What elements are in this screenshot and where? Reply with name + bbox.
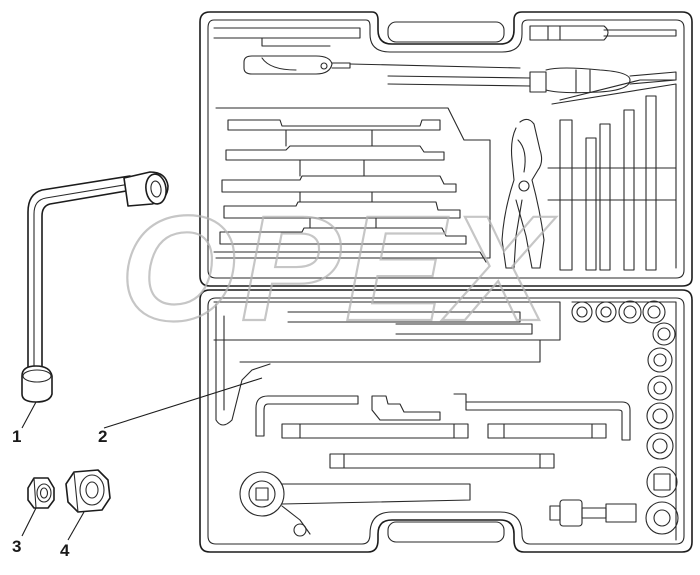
socket-set	[571, 300, 679, 541]
callout-2: 2	[98, 427, 107, 446]
screwdriver-2	[529, 25, 677, 41]
chisel-set	[547, 83, 677, 271]
tool-case-base	[199, 289, 693, 553]
l-shaped-socket-wrench-icon	[21, 171, 169, 403]
screwdriver-1	[213, 27, 361, 47]
screwdriver-3	[243, 55, 521, 75]
callout-1: 1	[12, 427, 21, 446]
pliers	[501, 118, 545, 269]
adapter	[549, 499, 637, 527]
nut-large-icon	[65, 469, 111, 513]
screwdriver-4	[387, 67, 631, 94]
callout-3: 3	[12, 537, 21, 556]
callout-4: 4	[60, 541, 70, 560]
ratchet-handle	[239, 471, 471, 537]
watermark: OPEX	[120, 184, 557, 352]
base-wrench-row	[255, 393, 631, 469]
lid-wrench-set	[213, 107, 491, 263]
leader-lines	[21, 377, 263, 541]
nut-small-icon	[27, 477, 55, 509]
tool-case-lid	[199, 11, 693, 287]
